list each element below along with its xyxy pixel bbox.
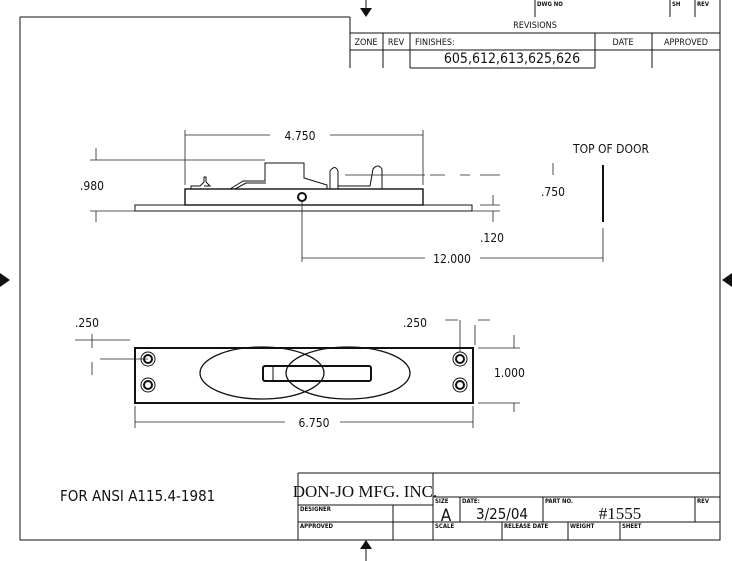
sheet-label-bottom: SHEET <box>622 523 642 530</box>
col-approved: APPROVED <box>664 38 708 48</box>
rev-label-bottom: REV <box>697 498 710 505</box>
approved-label: APPROVED <box>300 523 334 530</box>
rev-label: REV <box>697 1 710 8</box>
finger-recess-right <box>285 346 411 400</box>
col-zone: ZONE <box>354 38 377 48</box>
arrow-down-icon <box>360 8 372 17</box>
arrow-up-icon <box>360 540 372 549</box>
base-plate <box>134 204 473 212</box>
company-name: DON-JO MFG. INC. <box>293 482 438 501</box>
dim-left-250: .250 <box>75 316 99 330</box>
date-value: 3/25/04 <box>476 505 528 523</box>
arrow-left-icon <box>722 273 732 287</box>
weight-label: WEIGHT <box>570 523 595 530</box>
col-date: DATE <box>613 38 634 48</box>
dim-120: .120 <box>480 231 504 245</box>
bottom-view: .250 .250 1.000 6.750 <box>75 316 525 430</box>
dim-6-750: 6.750 <box>299 416 330 430</box>
ansi-note: FOR ANSI A115.4-1981 <box>60 487 215 505</box>
face-plate <box>134 347 474 404</box>
revisions-table: REVISIONS ZONE REV FINISHES: DATE APPROV… <box>349 17 720 69</box>
dim-4-750: 4.750 <box>285 129 316 143</box>
pivot-hole <box>297 192 307 202</box>
col-finishes: FINISHES: <box>415 38 455 48</box>
col-rev: REV <box>388 38 405 48</box>
dwg-no-label: DWG NO <box>537 1 563 8</box>
dim-1-000: 1.000 <box>494 366 525 380</box>
part-no-value: #1555 <box>599 504 642 523</box>
finger-recess-left <box>199 346 325 400</box>
dim-750: .750 <box>541 185 565 199</box>
body <box>184 188 424 206</box>
date-label: DATE: <box>462 498 480 505</box>
dwg-header-block: DWG NO SH REV <box>534 0 710 17</box>
sheet-label: SH <box>672 1 681 8</box>
scale-label: SCALE <box>435 523 454 530</box>
part-no-label: PART NO. <box>545 498 573 505</box>
arrow-right-icon <box>0 273 10 287</box>
finishes-value: 605,612,613,625,626 <box>444 51 580 67</box>
screw-holes <box>140 351 468 393</box>
dim-980: .980 <box>80 179 104 193</box>
top-view: 4.750 .980 .750 .120 12.000 TOP OF DOOR <box>80 129 649 266</box>
dim-12-000: 12.000 <box>433 252 471 266</box>
top-of-door-label: TOP OF DOOR <box>572 142 649 156</box>
release-date-label: RELEASE DATE <box>504 523 548 530</box>
designer-label: DESIGNER <box>300 506 332 513</box>
revisions-title: REVISIONS <box>513 21 557 31</box>
size-value: A <box>441 506 452 526</box>
lever <box>262 365 372 382</box>
title-block: DON-JO MFG. INC. DESIGNER APPROVED SIZE … <box>293 472 720 540</box>
sheet-border <box>19 0 721 541</box>
size-label: SIZE <box>435 498 449 505</box>
dim-right-250: .250 <box>403 316 427 330</box>
